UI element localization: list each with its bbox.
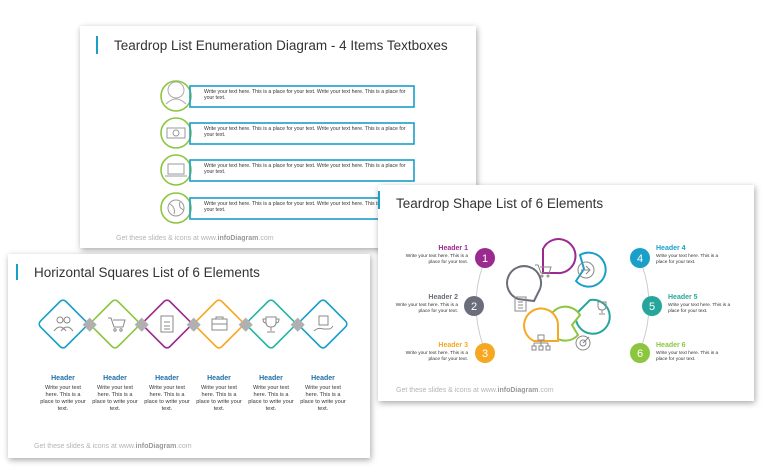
left-text-3: Write your text here. This is a place fo… (405, 351, 468, 362)
item-3-header: Header (155, 375, 179, 382)
item-4-text: Write your text here. This is a place to… (196, 385, 242, 412)
row-4-text: Write your text here. This is a place fo… (204, 201, 406, 214)
right-text-5: Write your text here. This is a place fo… (668, 303, 731, 314)
title-accent-bar (378, 191, 380, 209)
people-icon (53, 316, 74, 332)
number-circle-6 (630, 343, 650, 363)
left-header-1: Header 1 (438, 245, 468, 252)
trophy-icon (597, 301, 607, 315)
cart-icon (535, 264, 552, 278)
slide-horizontal-squares[interactable]: Horizontal Squares List of 6 Elements He… (8, 254, 370, 458)
item-3-text: Write your text here. This is a place to… (144, 385, 190, 412)
row-2 (160, 117, 415, 149)
item-4-header: Header (207, 375, 231, 382)
petal-arrow (574, 251, 607, 288)
cart-icon (108, 317, 126, 332)
item-5-header: Header (259, 375, 283, 382)
left-header-3: Header 3 (438, 342, 468, 349)
slide-footer: Get these slides & icons at www.infoDiag… (116, 235, 274, 242)
petal-clipboard (506, 265, 543, 303)
square-1 (38, 299, 88, 349)
right-header-5: Header 5 (668, 294, 698, 301)
square-5 (246, 299, 296, 349)
clipboard-icon (514, 296, 527, 312)
left-header-2: Header 2 (428, 294, 458, 301)
arrow-right-icon (577, 261, 595, 279)
slide-teardrop-enumeration[interactable]: Teardrop List Enumeration Diagram - 4 It… (80, 26, 476, 248)
number-circle-4 (630, 248, 650, 268)
slide-title: Horizontal Squares List of 6 Elements (34, 265, 260, 280)
slide-teardrop-six[interactable]: Teardrop Shape List of 6 Elements 1 2 3 … (378, 185, 754, 401)
right-text-6: Write your text here. This is a place fo… (656, 351, 719, 362)
row-2-text: Write your text here. This is a place fo… (204, 126, 406, 139)
number-circle-5 (642, 296, 662, 316)
petal-cart (542, 238, 577, 275)
teardrop-diagram: 1 2 3 4 5 6 (464, 238, 662, 363)
number-circle-1 (475, 248, 495, 268)
left-text-2: Write your text here. This is a place fo… (395, 303, 458, 314)
target-icon (575, 335, 591, 351)
item-1-header: Header (51, 375, 75, 382)
item-6-header: Header (311, 375, 335, 382)
row-3 (160, 154, 415, 186)
number-6: 6 (637, 348, 643, 360)
slide-footer: Get these slides & icons at www.infoDiag… (34, 443, 192, 450)
trophy-icon (262, 316, 280, 333)
item-2-text: Write your text here. This is a place to… (92, 385, 138, 412)
row-3-text: Write your text here. This is a place fo… (204, 163, 406, 176)
square-6 (298, 299, 348, 349)
item-2-header: Header (103, 375, 127, 382)
right-header-6: Header 6 (656, 342, 686, 349)
row-1 (160, 80, 415, 112)
number-5: 5 (649, 301, 655, 313)
slide-footer: Get these slides & icons at www.infoDiag… (396, 387, 554, 394)
slide-title: Teardrop List Enumeration Diagram - 4 It… (114, 38, 448, 53)
slide-title: Teardrop Shape List of 6 Elements (396, 196, 604, 211)
briefcase-icon (211, 316, 228, 331)
squares-diagram (38, 299, 348, 349)
title-accent-bar (16, 264, 18, 280)
left-text-1: Write your text here. This is a place fo… (405, 254, 468, 265)
hand-box-icon (313, 315, 334, 332)
number-3: 3 (482, 348, 488, 360)
number-4: 4 (637, 253, 643, 265)
clipboard-icon (160, 315, 174, 333)
title-accent-bar (96, 36, 98, 54)
number-circle-3 (475, 343, 495, 363)
number-circle-2 (464, 296, 484, 316)
item-1-text: Write your text here. This is a place to… (40, 385, 86, 412)
item-6-text: Write your text here. This is a place to… (300, 385, 346, 412)
org-chart-icon (531, 334, 551, 351)
petal-org (523, 307, 560, 342)
number-1: 1 (482, 253, 488, 265)
right-text-4: Write your text here. This is a place fo… (656, 254, 719, 265)
square-3 (142, 299, 192, 349)
petal-trophy (574, 298, 611, 335)
number-2: 2 (471, 301, 477, 313)
item-5-text: Write your text here. This is a place to… (248, 385, 294, 412)
right-header-4: Header 4 (656, 245, 686, 252)
square-4 (194, 299, 244, 349)
row-1-text: Write your text here. This is a place fo… (204, 89, 406, 102)
square-2 (90, 299, 140, 349)
